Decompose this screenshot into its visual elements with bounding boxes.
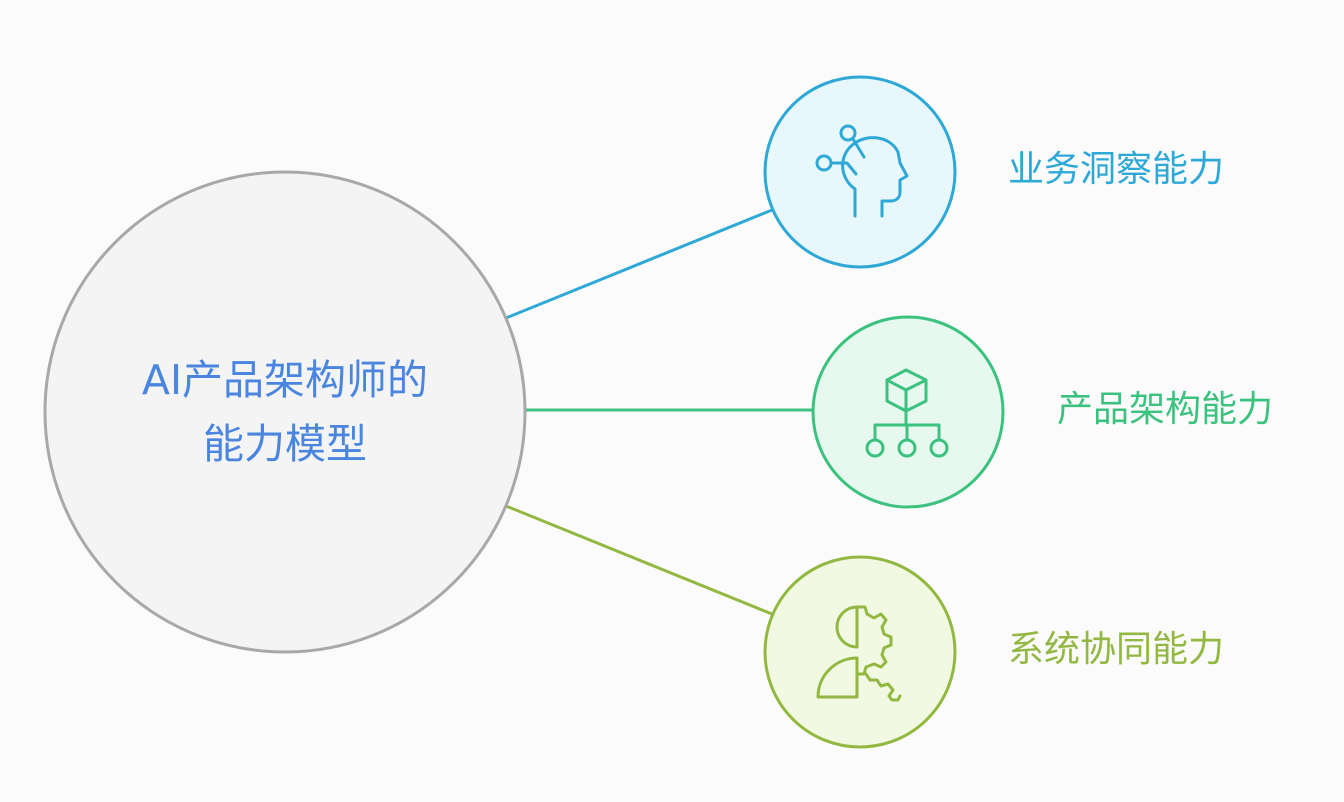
head-idea-icon <box>815 124 909 218</box>
insight-circle <box>763 75 957 269</box>
person-gear-icon <box>816 605 902 702</box>
system-circle <box>763 555 957 749</box>
product-circle <box>811 315 1005 509</box>
center-title-line1: AI产品架构师的 <box>141 356 429 404</box>
cube-hierarchy-icon <box>865 368 949 458</box>
center-title: AI产品架构师的 能力模型 <box>45 170 525 654</box>
center-circle <box>43 170 527 654</box>
center-title-line2: 能力模型 <box>203 420 367 468</box>
capability-label-insight: 业务洞察能力 <box>1008 149 1225 190</box>
connector-insight <box>505 208 773 320</box>
capability-label-system: 系统协同能力 <box>1008 629 1225 670</box>
capability-label-product: 产品架构能力 <box>1057 389 1274 430</box>
connector-system <box>505 504 773 616</box>
